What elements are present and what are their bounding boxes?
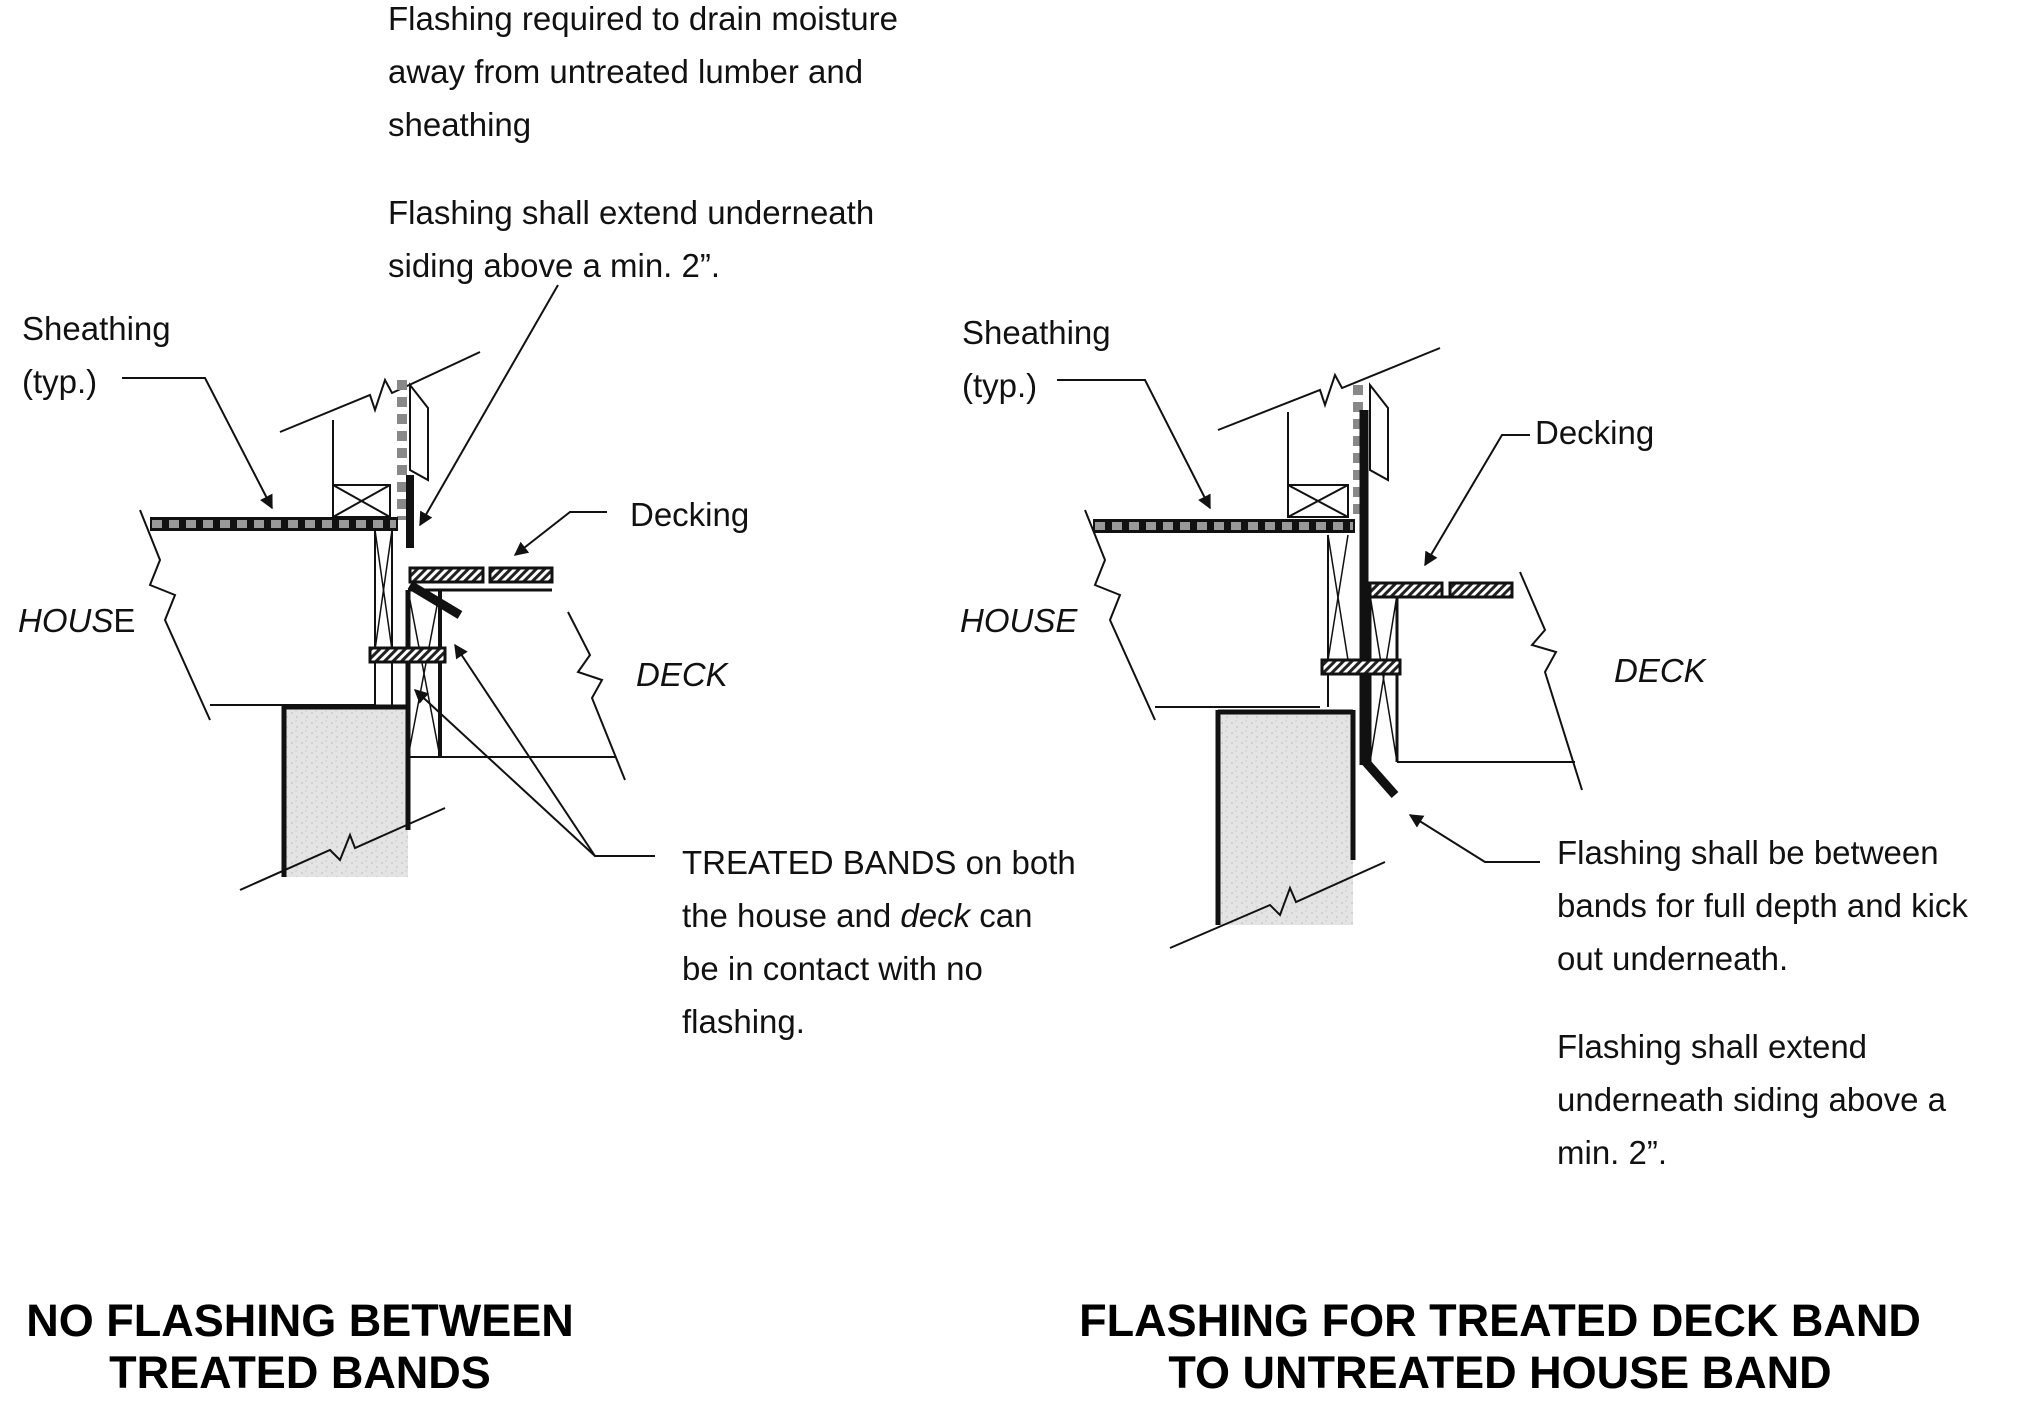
left-decking-board-2	[488, 566, 554, 584]
left-deck-label: DECK	[636, 656, 728, 693]
right-detail	[1057, 347, 1583, 949]
right-sheathing-leader	[1057, 379, 1211, 510]
left-treated-leader-2	[413, 689, 596, 857]
left-bolt-strip	[368, 646, 447, 664]
right-bolt-strip	[1320, 658, 1402, 676]
right-house-break-line	[1084, 509, 1156, 721]
right-flashing-between-note: Flashing shall be between bands for full…	[1557, 834, 1968, 977]
left-decking-leader	[513, 511, 607, 556]
left-detail	[122, 284, 655, 891]
right-house-label: HOUSE	[960, 602, 1078, 639]
right-wall-break	[1217, 347, 1441, 431]
right-foundation-break	[1169, 861, 1386, 949]
left-house-label: HOUSE	[18, 602, 136, 639]
right-sheathing-label: Sheathing (typ.)	[962, 314, 1111, 404]
left-decking-board-1	[408, 566, 485, 584]
right-decking-board-2	[1448, 581, 1514, 599]
left-deck-break-line	[567, 611, 626, 781]
right-decking-leader	[1424, 434, 1530, 567]
left-sheathing-leader	[122, 377, 273, 510]
right-deck-label: DECK	[1614, 652, 1706, 689]
right-deck-break-line	[1519, 571, 1583, 791]
right-flashing-extend-note: Flashing shall extend underneath siding …	[1557, 1028, 1946, 1171]
right-decking-label: Decking	[1535, 414, 1655, 451]
right-decking-board-1	[1368, 581, 1444, 599]
left-note-drain-moisture: Flashing required to drain moisture away…	[388, 0, 898, 143]
right-title: FLASHING FOR TREATED DECK BAND TO UNTREA…	[1079, 1295, 1921, 1398]
left-decking-label: Decking	[630, 496, 750, 533]
left-note-extend-under-siding: Flashing shall extend underneath siding …	[388, 194, 875, 284]
left-title: NO FLASHING BETWEEN TREATED BANDS	[26, 1295, 574, 1398]
left-top-flashing-leader	[419, 284, 559, 527]
right-foundation	[1218, 710, 1353, 925]
left-foundation-break	[239, 807, 446, 891]
left-foundation	[284, 705, 408, 877]
left-house-break-line	[139, 509, 211, 721]
left-treated-bands-note: TREATED BANDS on both the house and deck…	[682, 844, 1076, 1040]
left-treated-leader-1	[454, 643, 655, 857]
left-sheathing-label: Sheathing (typ.)	[22, 310, 171, 400]
right-flashing-leader	[1408, 814, 1540, 863]
left-wall-break	[279, 351, 481, 433]
